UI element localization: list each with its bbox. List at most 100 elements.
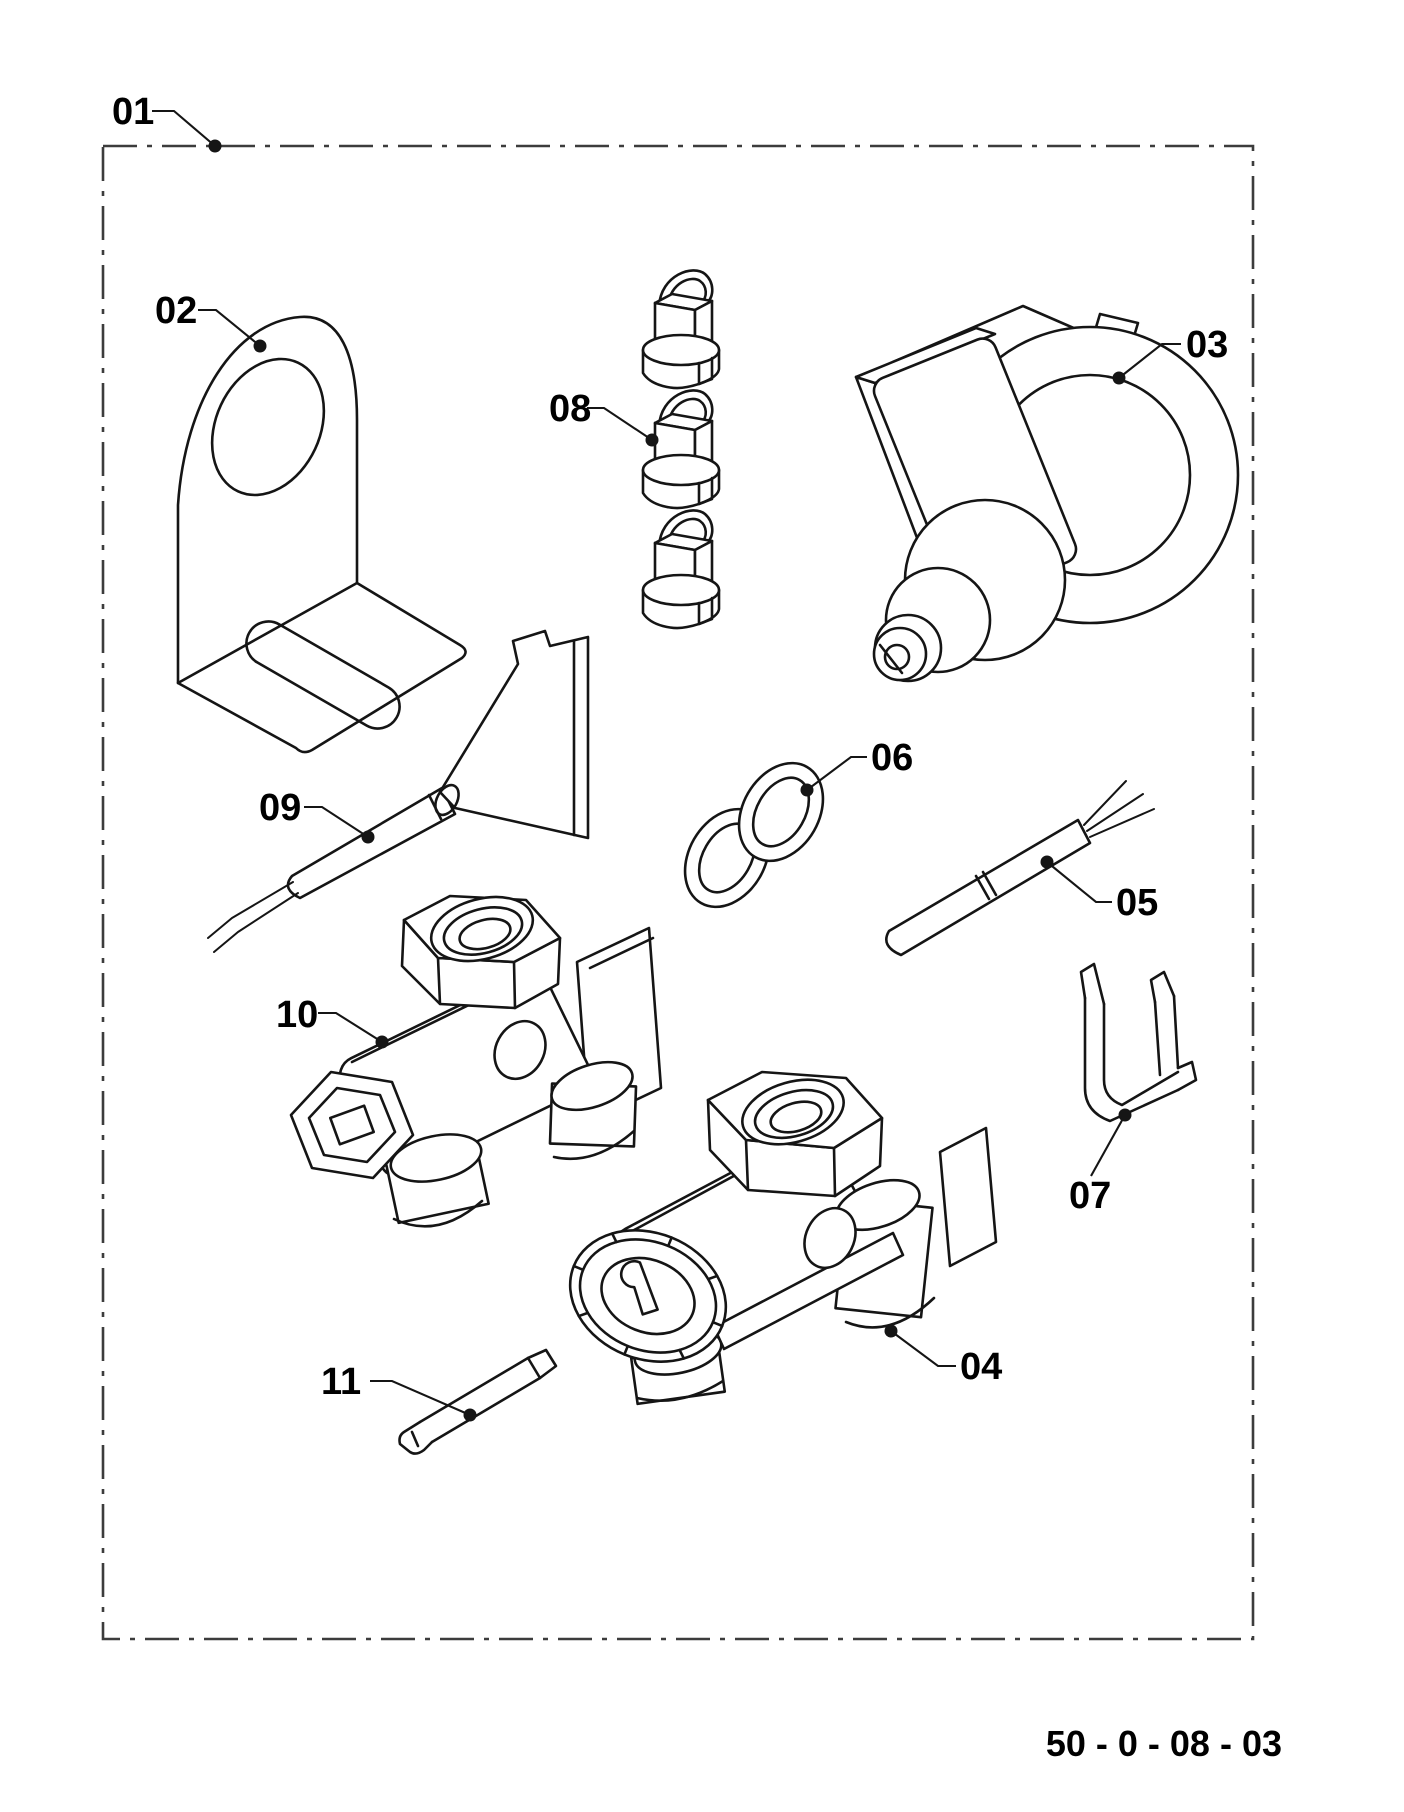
callout-07-label: 07 — [1069, 1175, 1111, 1217]
callout-11: 11 — [321, 1361, 477, 1422]
callout-04: 04 — [884, 1324, 1002, 1388]
line-art-segment — [1153, 994, 1180, 1077]
callout-01-label: 01 — [112, 91, 154, 133]
line-art-segment — [974, 870, 998, 901]
line-art-segment — [1176, 1060, 1198, 1092]
callout-11-label: 11 — [321, 1361, 361, 1403]
line-art-segment — [878, 643, 904, 675]
callout-11-dot — [463, 1408, 477, 1422]
line-art-segment — [245, 620, 401, 730]
line-art-segment — [751, 776, 811, 848]
mounting-bracket-drawing — [176, 315, 467, 754]
nozzle-item-1 — [641, 269, 721, 390]
line-art-segment — [600, 1256, 696, 1336]
callout-04-label: 04 — [960, 1346, 1002, 1388]
line-art-segment — [568, 1229, 728, 1363]
callout-08-dot — [645, 433, 659, 447]
callout-02-label: 02 — [155, 290, 197, 332]
line-art-segment — [286, 786, 457, 900]
callout-03: 03 — [1112, 324, 1228, 385]
line-art-segment — [619, 1259, 659, 1316]
line-art-segment — [458, 917, 512, 951]
nozzle-item-3 — [641, 509, 721, 630]
line-art-segment — [572, 1232, 724, 1360]
callout-09-label: 09 — [259, 787, 301, 829]
callout-05-dot — [1040, 855, 1054, 869]
line-art-segment — [883, 643, 911, 671]
line-art-segment — [430, 1376, 542, 1444]
line-art-segment — [418, 1356, 530, 1424]
line-art-segment — [1083, 996, 1180, 1123]
callout-07-leader — [1090, 1114, 1126, 1177]
kit-boundary-frame — [101, 144, 1255, 1641]
callout-01-dot — [208, 139, 222, 153]
callout-03-leader — [1118, 342, 1181, 379]
line-art-segment — [438, 629, 590, 840]
callout-10-label: 10 — [276, 994, 318, 1036]
callout-07: 07 — [1069, 1108, 1132, 1217]
line-art-segment — [307, 1086, 397, 1164]
callout-09-dot — [361, 830, 375, 844]
pry-tool-drawing — [398, 1348, 558, 1455]
callout-02-dot — [253, 339, 267, 353]
line-art-segment — [207, 881, 299, 953]
line-art-segment — [588, 936, 655, 970]
line-art-segment — [635, 1379, 725, 1402]
line-art-segment — [1083, 780, 1155, 838]
callout-10-leader — [318, 1011, 383, 1043]
sensor-probe-drawing — [885, 780, 1155, 957]
callout-04-dot — [884, 1324, 898, 1338]
line-art-segment — [1149, 970, 1176, 1004]
gasket-rings-drawing — [683, 761, 825, 909]
line-art-segment — [744, 1138, 837, 1198]
callout-06-leader — [806, 755, 867, 791]
callout-02: 02 — [155, 290, 267, 353]
line-art-segment — [1102, 1002, 1180, 1107]
line-art-segment — [493, 1019, 547, 1081]
line-art-segment — [176, 315, 467, 754]
nozzle-set-drawing — [641, 269, 721, 630]
retaining-clip-drawing — [1079, 962, 1198, 1123]
callout-04-leader — [890, 1330, 956, 1368]
blower-motor-drawing — [854, 304, 1240, 683]
callout-10-dot — [375, 1035, 389, 1049]
line-art-segment — [410, 1430, 420, 1448]
nozzle-item-2 — [641, 389, 721, 510]
line-art-segment — [392, 1199, 484, 1228]
gas-valve-lower-drawing — [568, 1070, 998, 1406]
callout-02-leader — [198, 308, 261, 347]
callout-05-leader — [1046, 861, 1112, 904]
callout-01-leader — [152, 109, 216, 147]
line-art-segment — [753, 1088, 835, 1140]
callout-09-leader — [304, 805, 369, 838]
line-art-segment — [1079, 962, 1106, 1006]
line-art-segment — [885, 818, 1092, 957]
callout-08-label: 08 — [549, 388, 591, 430]
drawing-number: 50 - 0 - 08 - 03 — [1046, 1723, 1282, 1764]
gas-valve-upper-drawing — [289, 894, 663, 1228]
flame-sensor-drawing — [207, 629, 590, 953]
line-art-segment — [389, 1133, 483, 1183]
callout-01: 01 — [112, 91, 222, 153]
line-art-segment — [398, 1420, 434, 1455]
line-art-segment — [176, 581, 359, 685]
line-art-segment — [769, 1100, 823, 1134]
callout-08-leader — [587, 406, 653, 441]
line-art-segment — [442, 906, 524, 956]
line-art-segment — [210, 357, 326, 497]
callout-05-label: 05 — [1116, 882, 1158, 924]
line-art-segment — [427, 793, 443, 821]
callout-03-dot — [1112, 371, 1126, 385]
callout-06: 06 — [800, 737, 913, 797]
line-art-segment — [526, 1348, 558, 1380]
line-art-segment — [872, 626, 928, 682]
callout-06-dot — [800, 783, 814, 797]
line-art-segment — [552, 1129, 636, 1161]
callout-06-label: 06 — [871, 737, 913, 779]
line-art-segment — [436, 956, 517, 1010]
line-art-segment — [550, 1060, 634, 1112]
line-art-segment — [938, 1126, 998, 1268]
callout-07-dot — [1118, 1108, 1132, 1122]
line-art-segment — [328, 1104, 376, 1146]
